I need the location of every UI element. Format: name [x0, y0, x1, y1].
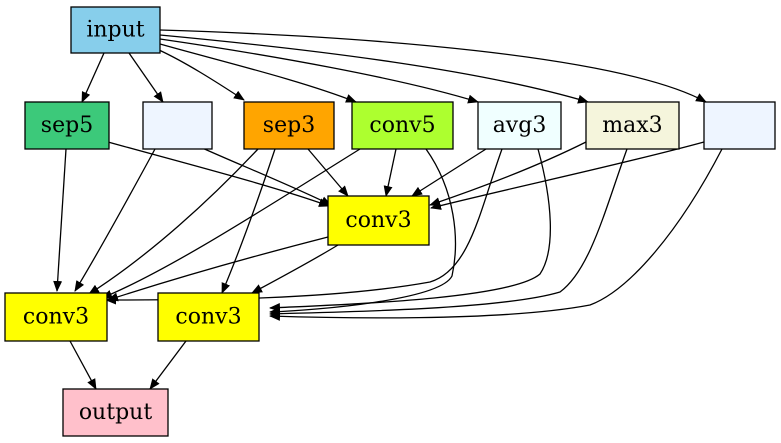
- node-sep5-box: [24, 101, 110, 150]
- nodes-layer: input sep5 sep3 conv5 avg3 max3: [4, 6, 776, 437]
- node-conv5-label: conv5: [369, 113, 435, 138]
- node-conv3-middle-label: conv3: [345, 208, 411, 233]
- node-max3: max3: [585, 101, 680, 150]
- edge-input-sep5: [81, 52, 105, 103]
- node-sep3: sep3: [243, 101, 335, 150]
- edge-input-avg3: [159, 38, 479, 104]
- node-blank-2-box: [703, 101, 776, 150]
- node-input-label: input: [86, 18, 144, 43]
- node-input: input: [70, 6, 161, 54]
- node-blank-2: [703, 101, 776, 150]
- node-conv3-right-box: [157, 292, 260, 342]
- node-output: output: [62, 388, 169, 437]
- edge-input-blank1: [128, 52, 164, 103]
- edge-sep3-conv3-mid: [307, 148, 349, 197]
- node-sep5-label: sep5: [41, 113, 93, 138]
- node-conv5: conv5: [351, 101, 454, 150]
- edge-avg3-conv3-mid: [411, 148, 487, 197]
- edge-input-max3: [159, 34, 589, 104]
- edge-blank1-conv3-left: [74, 148, 156, 292]
- node-sep5: sep5: [24, 101, 110, 150]
- node-sep3-label: sep3: [263, 113, 315, 138]
- node-avg3-label: avg3: [493, 113, 547, 138]
- node-avg3-box: [477, 101, 562, 150]
- edge-avg3-conv3-left: [105, 148, 503, 305]
- edge-blank2-conv3-right: [269, 148, 723, 321]
- edge-input-sep3: [158, 49, 245, 101]
- node-conv3-left: conv3: [4, 292, 108, 342]
- edge-conv3-right-output: [149, 340, 187, 390]
- edge-sep5-conv3-left: [53, 148, 67, 292]
- node-conv5-box: [351, 101, 454, 150]
- edge-input-conv5: [159, 43, 357, 103]
- edge-sep5-conv3-mid: [107, 141, 330, 207]
- edge-sep3-conv3-left: [88, 148, 259, 295]
- node-output-box: [62, 388, 169, 437]
- edge-conv3-mid-conv3-right: [251, 244, 339, 294]
- node-output-label: output: [79, 400, 153, 425]
- edge-sep3-conv3-right: [221, 148, 276, 294]
- edge-blank2-conv3-mid: [430, 141, 705, 210]
- node-conv3-left-label: conv3: [23, 305, 89, 330]
- node-conv3-right: conv3: [157, 292, 260, 342]
- edge-conv5-conv3-left: [101, 148, 361, 299]
- edge-max3-conv3-mid: [429, 141, 587, 207]
- node-max3-label: max3: [602, 113, 662, 138]
- edges-layer: [53, 29, 723, 390]
- edge-input-blank2: [159, 29, 707, 103]
- edge-blank1-conv3-mid: [199, 146, 332, 206]
- node-conv3-middle-box: [327, 195, 430, 246]
- node-blank-1-box: [142, 101, 213, 150]
- edge-conv3-mid-conv3-left: [107, 236, 329, 302]
- edge-max3-conv3-right: [269, 148, 628, 319]
- edge-avg3-conv3-right: [269, 148, 551, 312]
- node-avg3: avg3: [477, 101, 562, 150]
- node-input-box: [70, 6, 161, 54]
- node-sep3-box: [243, 101, 335, 150]
- edge-conv5-conv3-mid: [383, 148, 397, 197]
- edge-conv5-conv3-right: [269, 148, 457, 317]
- node-blank-1: [142, 101, 213, 150]
- node-conv3-right-label: conv3: [175, 305, 241, 330]
- node-conv3-left-box: [4, 292, 108, 342]
- node-max3-box: [585, 101, 680, 150]
- edge-conv3-left-output: [69, 340, 97, 390]
- node-conv3-middle: conv3: [327, 195, 430, 246]
